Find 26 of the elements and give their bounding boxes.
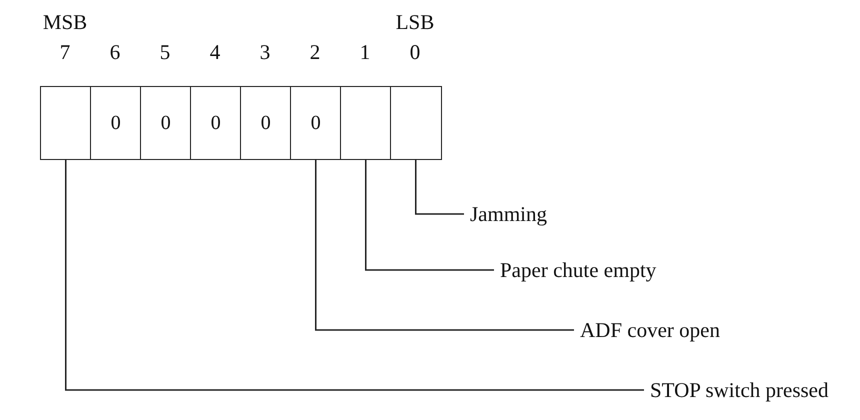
bit-description: Paper chute empty — [500, 257, 656, 283]
bit-number: 1 — [358, 40, 372, 64]
register-bit-cell: 0 — [240, 86, 292, 160]
register-bit-cell: 0 — [140, 86, 192, 160]
bit-order-label: MSB — [42, 10, 88, 34]
register-bit-cell: 0 — [290, 86, 342, 160]
leader-line — [65, 160, 644, 391]
bit-number: 5 — [158, 40, 172, 64]
register-bit-cell: 0 — [190, 86, 242, 160]
register-bit-cell — [40, 86, 92, 160]
leader-line — [415, 160, 464, 215]
bit-order-label: LSB — [394, 10, 436, 34]
leader-line — [315, 160, 574, 331]
bit-description: STOP switch pressed — [650, 377, 828, 403]
bit-description: ADF cover open — [580, 317, 720, 343]
bit-number: 0 — [408, 40, 422, 64]
bit-number: 4 — [208, 40, 222, 64]
register-bit-cell — [340, 86, 392, 160]
bit-number: 2 — [308, 40, 322, 64]
bit-description: Jamming — [470, 201, 547, 227]
bit-number: 3 — [258, 40, 272, 64]
bit-number: 6 — [108, 40, 122, 64]
bit-number: 7 — [58, 40, 72, 64]
register-bit-cell: 0 — [90, 86, 142, 160]
register-bit-cell — [390, 86, 442, 160]
leader-line — [365, 160, 494, 271]
